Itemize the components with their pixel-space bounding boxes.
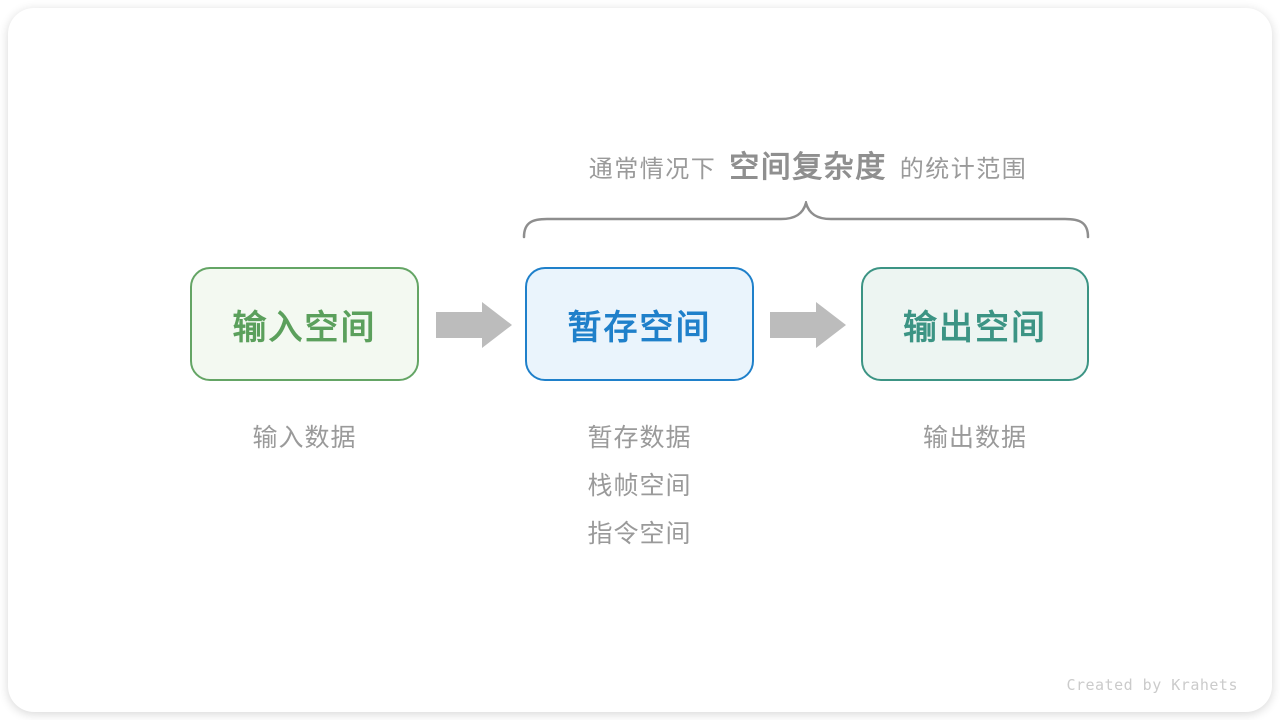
box-output-space: 输出空间 — [861, 267, 1089, 381]
box-input-space: 输入空间 — [190, 267, 419, 381]
note-temporary-data: 暂存数据 — [587, 424, 692, 452]
arrow-right-icon — [770, 302, 846, 348]
title-highlight: 空间复杂度 — [729, 151, 887, 184]
note-stack-frame-space: 栈帧空间 — [587, 472, 692, 500]
arrow-right-icon — [436, 302, 512, 348]
diagram-title: 通常情况下 空间复杂度 的统计范围 — [505, 142, 1111, 184]
curly-brace — [522, 201, 1090, 239]
note-input-data: 输入数据 — [252, 424, 357, 452]
box-output-space-label: 输出空间 — [903, 308, 1047, 347]
box-temporary-space: 暂存空间 — [525, 267, 754, 381]
title-prefix: 通常情况下 — [588, 156, 717, 183]
note-output-data: 输出数据 — [922, 424, 1027, 452]
box-temporary-space-label: 暂存空间 — [567, 308, 712, 347]
note-instruction-space: 指令空间 — [587, 520, 692, 548]
title-suffix: 的统计范围 — [899, 156, 1028, 183]
box-input-space-label: 输入空间 — [232, 308, 377, 347]
credit-text: Created by Krahets — [1066, 676, 1238, 694]
